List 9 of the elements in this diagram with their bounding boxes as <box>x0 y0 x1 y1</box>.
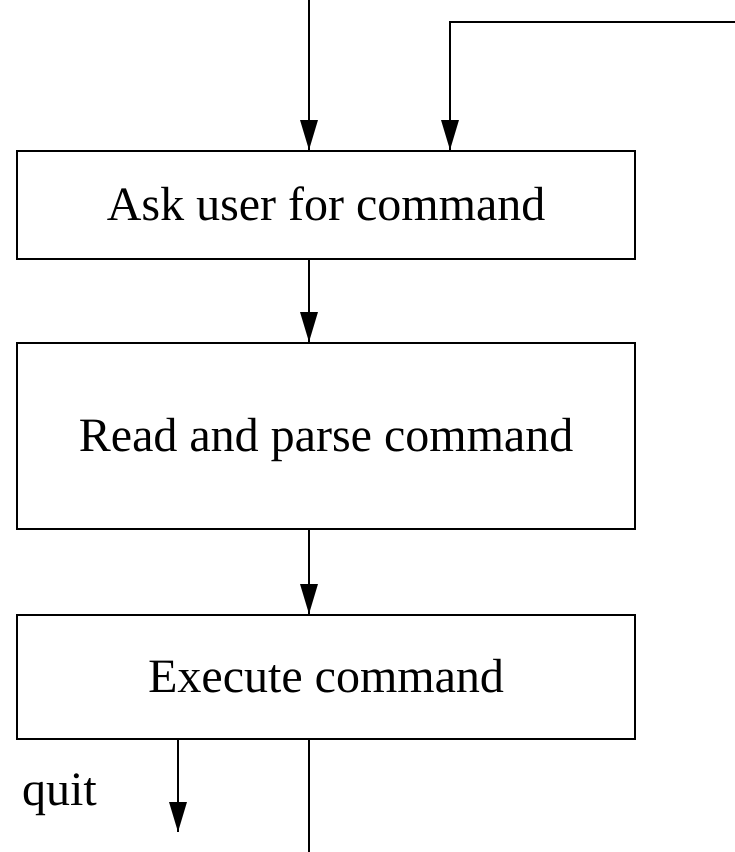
process-box: Execute command <box>16 614 636 740</box>
arrow <box>441 21 735 150</box>
arrow <box>300 0 318 150</box>
arrow <box>300 530 318 614</box>
line <box>308 740 310 852</box>
process-box: Read and parse command <box>16 342 636 530</box>
arrow <box>300 260 318 342</box>
process-box: Ask user for command <box>16 150 636 260</box>
arrow <box>169 740 187 832</box>
